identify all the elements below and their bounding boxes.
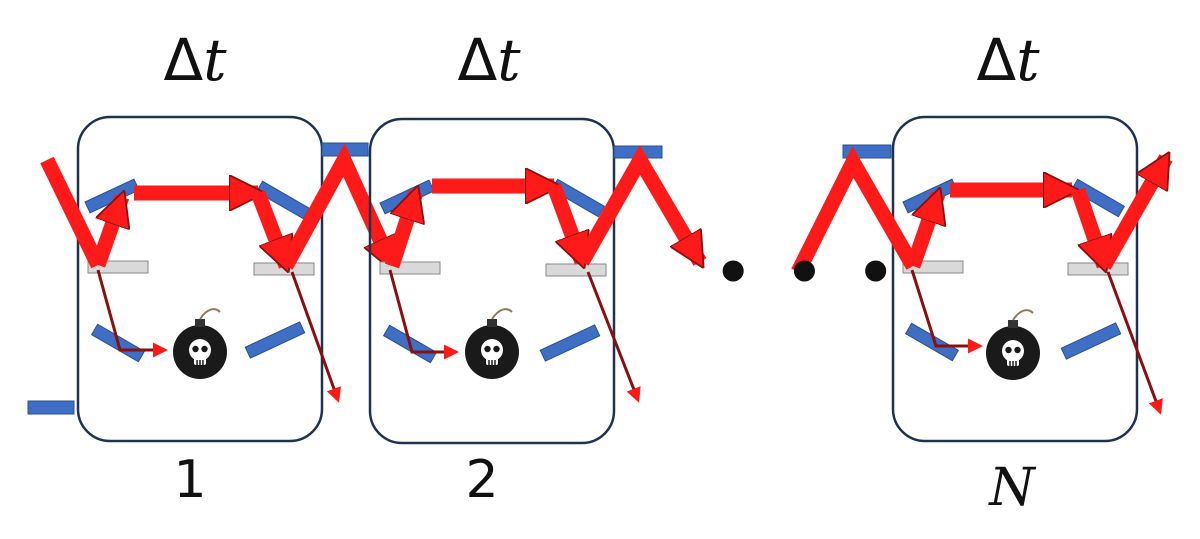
- ellipsis: • • •: [714, 238, 901, 308]
- stage-box: [891, 115, 1139, 443]
- stage-box: [76, 115, 324, 443]
- mirror: [904, 322, 960, 362]
- bomb-icon: [985, 309, 1041, 381]
- bomb-icon: [464, 308, 520, 380]
- mirror: [244, 321, 306, 359]
- stage-1: [27, 115, 399, 443]
- stage-1-time-label: Δt: [163, 26, 227, 94]
- mirror: [539, 324, 601, 362]
- bomb-icon: [172, 308, 228, 380]
- mirror: [1060, 322, 1122, 360]
- beamsplitter: [545, 263, 607, 277]
- weak-beam: [388, 269, 641, 403]
- stage-n-index-label: N: [989, 458, 1035, 518]
- stage-2: [368, 117, 707, 445]
- weak-beam: [910, 269, 1163, 415]
- stage-n: [791, 115, 1173, 443]
- stage-box: [368, 117, 616, 445]
- stage-2-time-label: Δt: [457, 26, 521, 94]
- mirror: [27, 400, 75, 415]
- stage-1-index-label: 1: [173, 450, 207, 510]
- beam-path: [791, 146, 1173, 276]
- beam-path: [384, 145, 707, 266]
- beam-path: [40, 143, 399, 266]
- stage-2-index-label: 2: [465, 450, 499, 510]
- weak-beam: [96, 269, 341, 403]
- stage-n-time-label: Δt: [976, 26, 1040, 94]
